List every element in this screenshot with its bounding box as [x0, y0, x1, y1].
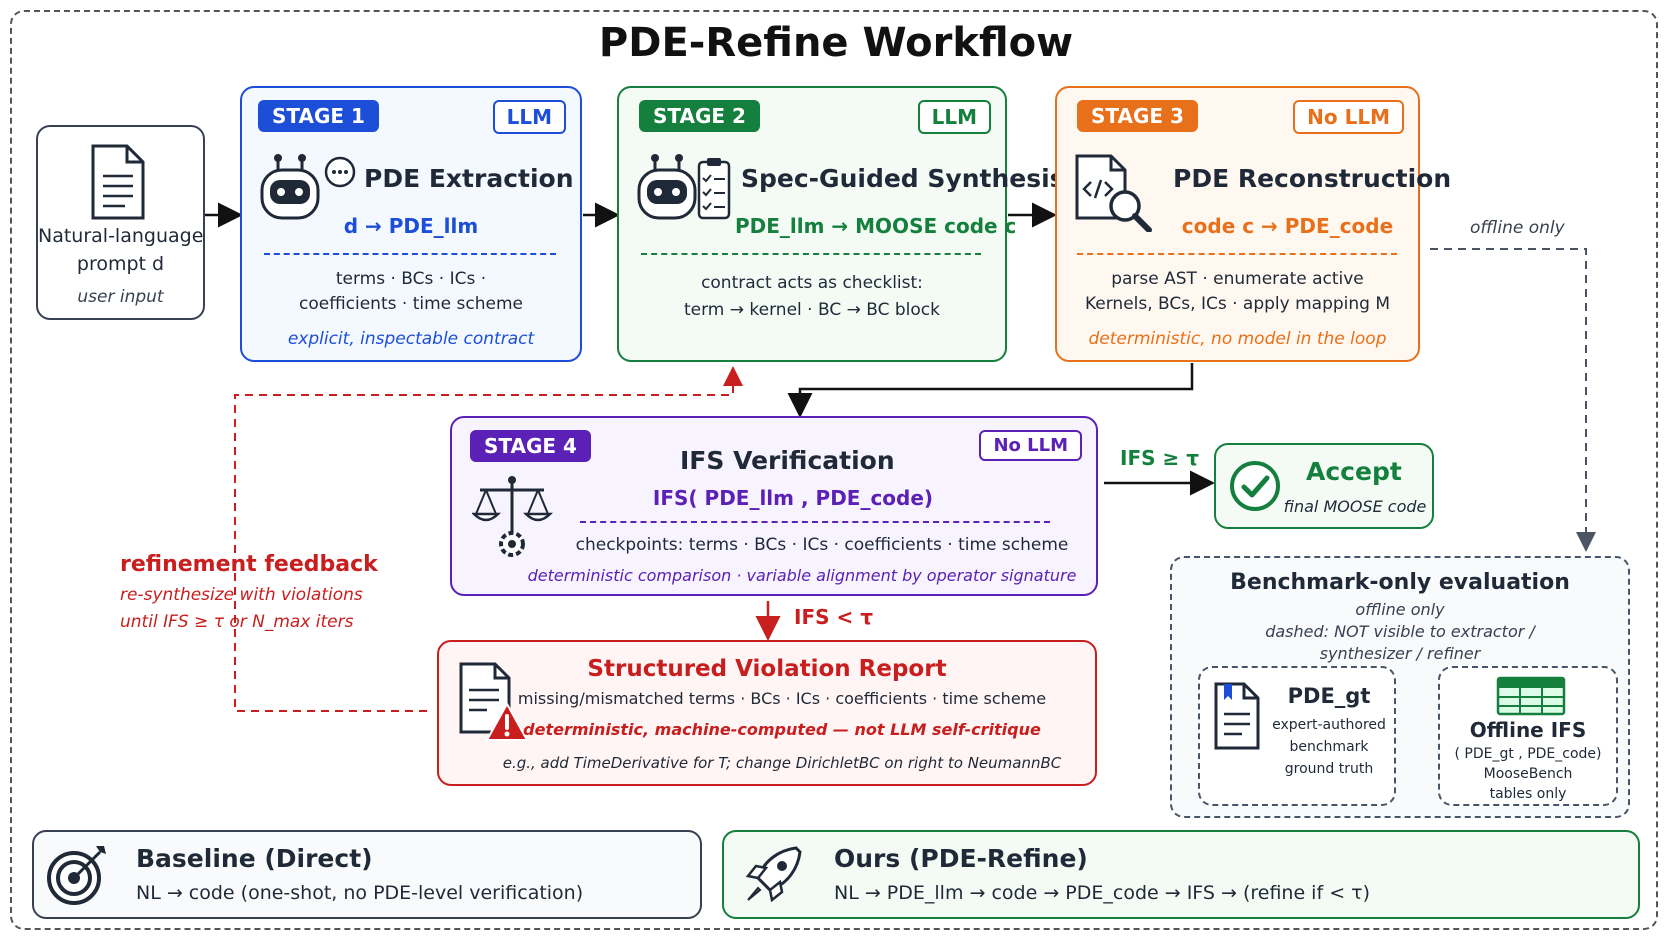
- arrow-stage3-stage4: [787, 363, 1194, 418]
- benchmark-panel: Benchmark-only evaluation offline only d…: [1170, 556, 1630, 818]
- stage2-line2: term → kernel · BC → BC block: [683, 300, 940, 320]
- accept-card: Accept final MOOSE code: [1214, 443, 1434, 529]
- arrow-feedback-loop: [234, 366, 743, 712]
- stage3-card: STAGE 3 No LLM PDE Reconstruction code c…: [1055, 86, 1451, 362]
- report-line3: e.g., add TimeDerivative for T; change D…: [502, 754, 1062, 772]
- robot-chat-icon: [260, 154, 356, 220]
- stage2-divider: [641, 253, 981, 255]
- baseline-card: Baseline (Direct) NL → code (one-shot, n…: [32, 830, 702, 919]
- stage4-note: deterministic comparison · variable alig…: [527, 566, 1077, 585]
- stage3-tag: STAGE 3: [1077, 100, 1198, 132]
- pass-condition-label: IFS ≥ τ: [1120, 446, 1199, 470]
- feedback-title: refinement feedback: [120, 552, 378, 577]
- report-card: Structured Violation Report missing/mism…: [437, 640, 1097, 786]
- offline-ifs-card: Offline IFS ( PDE_gt , PDE_code) MooseBe…: [1438, 666, 1618, 806]
- target-icon: [47, 846, 106, 905]
- page-title: PDE-Refine Workflow: [598, 20, 1074, 66]
- fail-condition-label: IFS < τ: [794, 605, 873, 629]
- stage3-note: deterministic, no model in the loop: [1088, 329, 1387, 349]
- stage2-badge: LLM: [917, 100, 991, 134]
- stage2-formula: PDE_llm → MOOSE code c: [735, 214, 1017, 238]
- stage4-line1: checkpoints: terms · BCs · ICs · coeffic…: [575, 535, 1069, 555]
- ours-line: NL → PDE_llm → code → PDE_code → IFS → (…: [834, 882, 1370, 904]
- ground-truth-document-icon: [1214, 682, 1260, 750]
- stage1-badge: LLM: [492, 100, 566, 134]
- scale-gear-icon: [472, 476, 554, 557]
- offline-ifs-line2: MooseBench: [1483, 766, 1573, 782]
- stage4-card: STAGE 4 No LLM IFS Verification IFS( PDE…: [450, 416, 1098, 596]
- stage4-badge: No LLM: [979, 430, 1082, 461]
- rocket-icon: [745, 846, 802, 903]
- input-line2: prompt d: [76, 253, 165, 275]
- pde-gt-title: PDE_gt: [1287, 684, 1371, 708]
- stage4-title: IFS Verification: [680, 446, 895, 475]
- table-icon: [1496, 676, 1566, 716]
- robot-checklist-icon: [637, 154, 731, 220]
- offline-ifs-line1: ( PDE_gt , PDE_code): [1454, 746, 1602, 762]
- benchmark-title: Benchmark-only evaluation: [1230, 570, 1570, 595]
- benchmark-sub1: offline only: [1355, 600, 1445, 619]
- report-line2: deterministic, machine-computed — not LL…: [523, 720, 1041, 739]
- document-icon: [91, 144, 145, 220]
- input-line1: Natural-language: [38, 225, 204, 247]
- stage1-note: explicit, inspectable contract: [287, 329, 535, 349]
- baseline-line: NL → code (one-shot, no PDE-level verifi…: [136, 882, 584, 904]
- feedback-line1: re-synthesize with violations: [120, 585, 363, 605]
- stage4-tag: STAGE 4: [470, 430, 591, 462]
- outer-frame: [10, 10, 1658, 930]
- pde-gt-line2: benchmark: [1289, 739, 1369, 755]
- arrow-offline-bench: [1430, 248, 1596, 552]
- code-search-icon: [1075, 154, 1152, 232]
- stage1-formula: d → PDE_llm: [343, 214, 479, 238]
- stage3-title: PDE Reconstruction: [1173, 164, 1452, 193]
- stage3-badge: No LLM: [1293, 100, 1404, 134]
- report-line1: missing/mismatched terms · BCs · ICs · c…: [517, 689, 1047, 708]
- stage1-title: PDE Extraction: [364, 164, 574, 193]
- offline-ifs-line3: tables only: [1489, 786, 1567, 802]
- report-warning-icon: [459, 662, 529, 741]
- report-title: Structured Violation Report: [587, 656, 947, 682]
- stage2-tag: STAGE 2: [639, 100, 760, 132]
- accept-sub: final MOOSE code: [1283, 497, 1427, 516]
- ours-title: Ours (PDE-Refine): [834, 844, 1088, 873]
- stage2-line1: contract acts as checklist:: [701, 273, 923, 293]
- offline-only-label: offline only: [1470, 218, 1565, 238]
- feedback-line2: until IFS ≥ τ or N_max iters: [120, 612, 354, 632]
- pde-gt-card: PDE_gt expert-authored benchmark ground …: [1198, 666, 1396, 806]
- stage3-line1: parse AST · enumerate active: [1111, 269, 1364, 289]
- stage3-formula: code c → PDE_code: [1181, 214, 1394, 238]
- offline-ifs-title: Offline IFS: [1469, 718, 1587, 742]
- input-note: user input: [77, 287, 164, 307]
- stage3-divider: [1077, 253, 1397, 255]
- check-circle-icon: [1230, 461, 1280, 511]
- benchmark-sub3: synthesizer / refiner: [1319, 644, 1481, 663]
- stage2-card: STAGE 2 LLM Spec-Guided Synthesis PDE_ll…: [617, 86, 1065, 362]
- stage3-line2: Kernels, BCs, ICs · apply mapping M: [1084, 294, 1391, 314]
- pde-gt-line3: ground truth: [1284, 761, 1374, 777]
- stage4-formula: IFS( PDE_llm , PDE_code): [652, 486, 934, 510]
- stage2-title: Spec-Guided Synthesis: [741, 164, 1065, 193]
- stage4-divider: [580, 521, 1050, 523]
- stage1-line2: coefficients · time scheme: [299, 294, 523, 314]
- pde-gt-line1: expert-authored: [1272, 717, 1386, 733]
- stage1-line1: terms · BCs · ICs ·: [335, 269, 487, 289]
- benchmark-sub2: dashed: NOT visible to extractor /: [1265, 622, 1535, 641]
- ours-card: Ours (PDE-Refine) NL → PDE_llm → code → …: [722, 830, 1640, 919]
- input-card: Natural-language prompt d user input: [36, 125, 205, 320]
- accept-title: Accept: [1306, 457, 1402, 486]
- stage1-tag: STAGE 1: [258, 100, 379, 132]
- stage1-divider: [264, 253, 556, 255]
- stage1-card: STAGE 1 LLM PDE Extraction d → PDE_llm t…: [240, 86, 582, 362]
- baseline-title: Baseline (Direct): [136, 844, 373, 873]
